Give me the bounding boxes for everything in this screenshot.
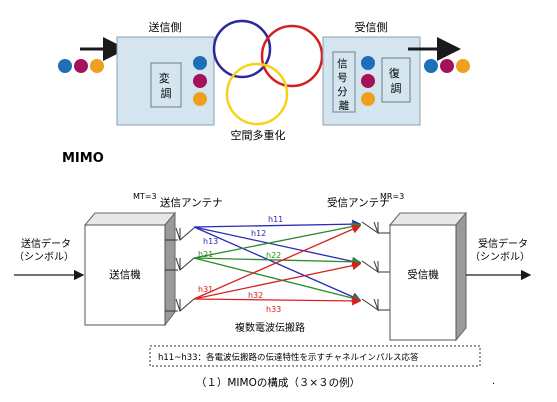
separate-label: 信 号 分 離 bbox=[337, 58, 351, 112]
rx-data-label-line1: 受信データ bbox=[478, 237, 528, 250]
modulate-char-2: 調 bbox=[161, 86, 172, 100]
output-dot-blue bbox=[424, 59, 438, 73]
path-h11 bbox=[193, 219, 362, 229]
path-h32 bbox=[193, 261, 362, 300]
label-h21: h21 bbox=[198, 250, 213, 259]
path-h21 bbox=[193, 222, 362, 259]
spatial-label: 空間多重化 bbox=[231, 128, 286, 142]
path-h33 bbox=[193, 296, 362, 306]
modulate-char-1: 変 bbox=[159, 71, 170, 85]
spatial-circle-red bbox=[260, 24, 324, 88]
output-dot-purple bbox=[440, 59, 454, 73]
spatial-circle-yellow bbox=[225, 62, 289, 126]
transmitter-front bbox=[84, 224, 166, 326]
rx-stream-dot-blue bbox=[361, 56, 375, 70]
note-text: h11~h33：各電波伝搬路の伝達特性を示すチャネルインパルス応答 bbox=[158, 352, 419, 363]
transmitter-top bbox=[83, 212, 177, 226]
label-h31: h31 bbox=[198, 285, 213, 294]
path-h12 bbox=[193, 226, 362, 266]
separate-char-4: 離 bbox=[339, 99, 350, 112]
tx-data-label-line1: 送信データ bbox=[21, 237, 71, 250]
demodulate-box bbox=[381, 57, 411, 103]
tx-label: 送信側 bbox=[149, 20, 182, 34]
path-h22 bbox=[193, 257, 362, 267]
rx-antenna-3 bbox=[361, 298, 390, 312]
mt-label: MT=3 bbox=[133, 192, 157, 201]
label-h22: h22 bbox=[266, 251, 281, 260]
label-h32: h32 bbox=[248, 291, 263, 300]
separate-char-3: 分 bbox=[337, 86, 348, 98]
path-h13 bbox=[193, 226, 362, 302]
tx-stream-dot-orange bbox=[193, 92, 207, 106]
label-h11: h11 bbox=[268, 215, 283, 224]
rx-antenna-1 bbox=[361, 221, 390, 235]
tx-antenna-1 bbox=[165, 227, 195, 241]
tx-antenna-2 bbox=[165, 257, 195, 271]
input-dot-orange bbox=[90, 59, 104, 73]
label-h33: h33 bbox=[266, 305, 281, 314]
channel-label: 複数電波伝搬路 bbox=[235, 321, 305, 334]
demodulate-char-1: 復 bbox=[389, 67, 400, 80]
output-dot-orange bbox=[456, 59, 470, 73]
rx-data-label-line2: （シンボル） bbox=[470, 251, 530, 263]
receiver-label: 受信機 bbox=[407, 268, 439, 281]
separate-char-1: 信 bbox=[337, 58, 348, 70]
path-h31 bbox=[193, 224, 362, 300]
demodulate-char-2: 調 bbox=[391, 81, 402, 95]
receiver-front bbox=[389, 224, 457, 341]
transmitter-side bbox=[164, 211, 176, 327]
separate-box bbox=[332, 51, 356, 113]
modulate-label: 変 調 bbox=[159, 71, 174, 100]
receiver-side bbox=[455, 211, 467, 342]
rx-label: 受信側 bbox=[355, 21, 388, 34]
mr-label: MR=3 bbox=[380, 192, 404, 201]
path-h23 bbox=[193, 257, 362, 303]
receiver-top bbox=[388, 212, 468, 226]
label-h13: h13 bbox=[203, 237, 218, 246]
rx-antenna-label: 受信アンテナ bbox=[327, 197, 390, 209]
caption: （１）MIMOの構成（３×３の例） bbox=[196, 376, 360, 389]
spatial-circle-navy bbox=[212, 19, 272, 79]
modulate-box bbox=[150, 62, 182, 108]
rx-antenna-2 bbox=[361, 260, 390, 274]
trailing-dot: . bbox=[492, 376, 495, 387]
input-dot-purple bbox=[74, 59, 88, 73]
rx-stream-dot-orange bbox=[361, 92, 375, 106]
transmitter-label: 送信機 bbox=[109, 268, 141, 281]
mimo-title: MIMO bbox=[62, 151, 104, 166]
tx-stream-dot-blue bbox=[193, 56, 207, 70]
separate-char-2: 号 bbox=[337, 72, 348, 84]
demodulate-label: 復 調 bbox=[389, 67, 404, 95]
note-box bbox=[149, 345, 481, 367]
label-h12: h12 bbox=[251, 229, 266, 238]
tx-antenna-label: 送信アンテナ bbox=[160, 196, 223, 209]
tx-data-label-line2: （シンボル） bbox=[14, 251, 74, 263]
input-dot-blue bbox=[58, 59, 72, 73]
tx-stream-dot-purple bbox=[193, 74, 207, 88]
tx-antenna-3 bbox=[165, 298, 195, 312]
rx-stream-dot-purple bbox=[361, 74, 375, 88]
